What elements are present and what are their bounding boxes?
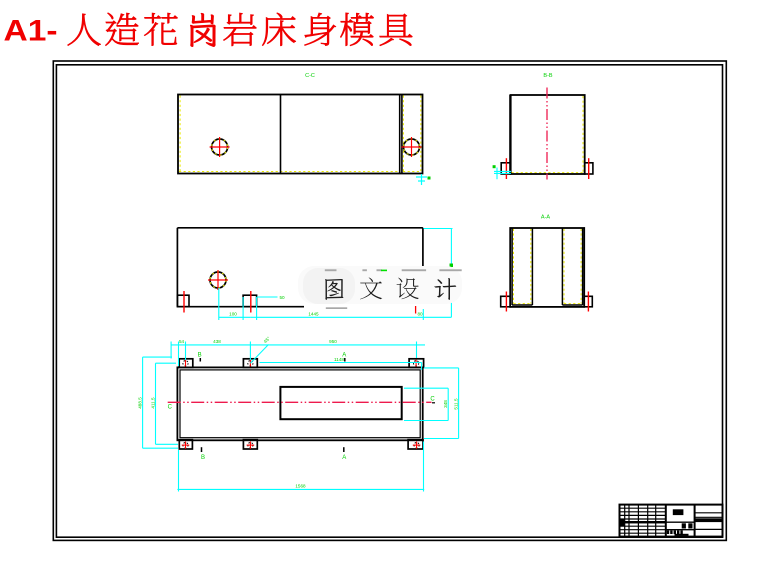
- svg-text:B: B: [198, 353, 202, 359]
- svg-text:80: 80: [417, 312, 423, 317]
- svg-text:C: C: [430, 397, 435, 403]
- svg-text:348: 348: [443, 400, 448, 408]
- svg-text:1568: 1568: [295, 484, 306, 489]
- svg-text:100: 100: [229, 312, 237, 317]
- svg-text:411.5: 411.5: [150, 397, 155, 409]
- svg-text:1445: 1445: [308, 312, 319, 317]
- svg-text:511.5: 511.5: [453, 398, 458, 410]
- svg-text:B-B: B-B: [543, 73, 553, 79]
- svg-text:45°: 45°: [263, 336, 272, 345]
- svg-text:A: A: [342, 353, 346, 359]
- svg-text:B: B: [201, 455, 205, 461]
- svg-text:1148: 1148: [334, 357, 344, 362]
- svg-text:A-A: A-A: [541, 215, 551, 221]
- svg-text:C-C: C-C: [305, 73, 315, 79]
- svg-text:488.5: 488.5: [138, 397, 143, 409]
- svg-text:950: 950: [329, 339, 337, 344]
- svg-text:438: 438: [213, 339, 221, 344]
- svg-text:A1-: A1-: [4, 15, 58, 48]
- svg-text:A: A: [342, 455, 346, 461]
- svg-text:C: C: [168, 405, 173, 411]
- svg-text:54: 54: [179, 339, 185, 344]
- svg-text:50: 50: [279, 295, 285, 300]
